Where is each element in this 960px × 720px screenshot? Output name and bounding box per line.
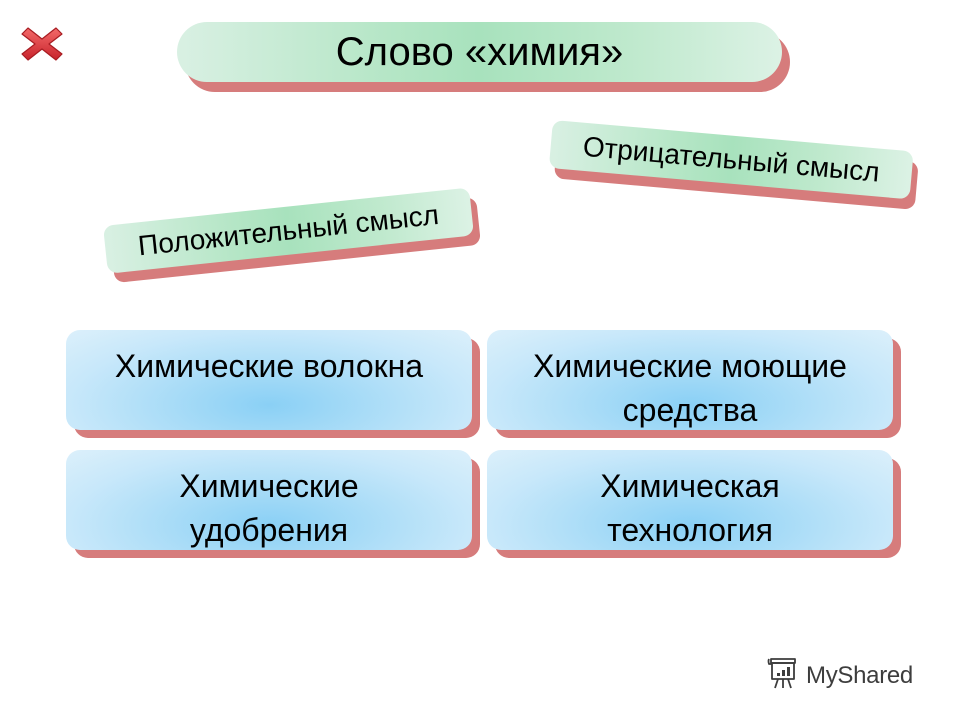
page-title: Слово «химия» [177,22,782,82]
card-line-1: Химические волокна [114,348,424,384]
card-body: Химические моющие средства [487,330,893,430]
close-icon[interactable] [20,24,64,64]
negative-meaning-label[interactable]: Отрицательный смысл [548,120,919,210]
card-line-2: удобрения [189,512,349,548]
watermark-text: MyShared [806,661,913,689]
card-body: Химическая технология [487,450,893,550]
title-banner: Слово «химия» [177,22,790,92]
card-line-2: средства [622,392,758,428]
card-chemical-detergents[interactable]: Химические моющие средства [487,330,903,442]
card-line-1: Химические моющие [533,348,847,384]
card-chemical-technology[interactable]: Химическая технология [487,450,903,562]
card-chemical-fibers[interactable]: Химические волокна [66,330,482,442]
card-body: Химические волокна [66,330,472,430]
positive-meaning-label[interactable]: Положительный смысл [103,187,482,284]
card-body: Химические удобрения [66,450,472,550]
card-line-1: Химические [179,468,359,504]
presentation-board-icon [766,655,800,696]
card-line-1: Химическая [600,468,780,504]
card-line-2: технология [607,512,773,548]
card-chemical-fertilizers[interactable]: Химические удобрения [66,450,482,562]
myshared-watermark[interactable]: MyShared [766,655,913,696]
